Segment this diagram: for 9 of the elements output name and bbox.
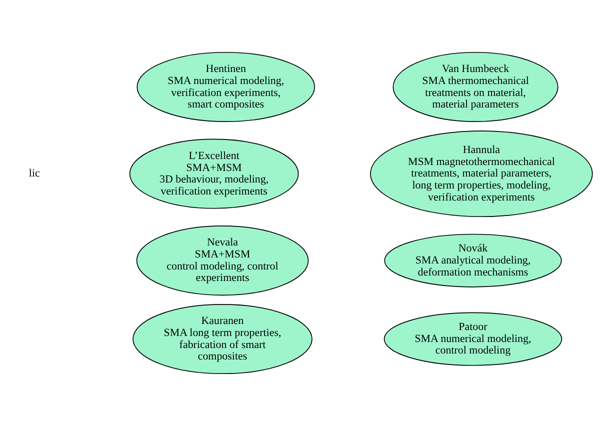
node-ellipse: Hannula MSM magnetothermomechanical treatments, material parameters, long term properties, modeling, verification experiments [370,130,593,217]
node-ellipse: L’Excellent SMA+MSM 3D behaviour, modeling, verification experiments [129,138,299,208]
node-ellipse: Kauranen SMA long term properties, fabrication of smart composites [132,304,312,374]
node-ellipse: Patoor SMA numerical modeling, control modeling [384,312,562,366]
node-ellipse: Nevala SMA+MSM control modeling, control experiments [136,225,309,296]
label: lic [28,167,40,180]
node-ellipse: Novák SMA analytical modeling, deformation mechanisms [384,233,562,287]
node-ellipse: Van Humbeeck SMA thermomechanical treatments on material, material parameters [392,51,558,122]
node-ellipse: Hentinen SMA numerical modeling, verification experiments, smart composites [136,51,316,122]
